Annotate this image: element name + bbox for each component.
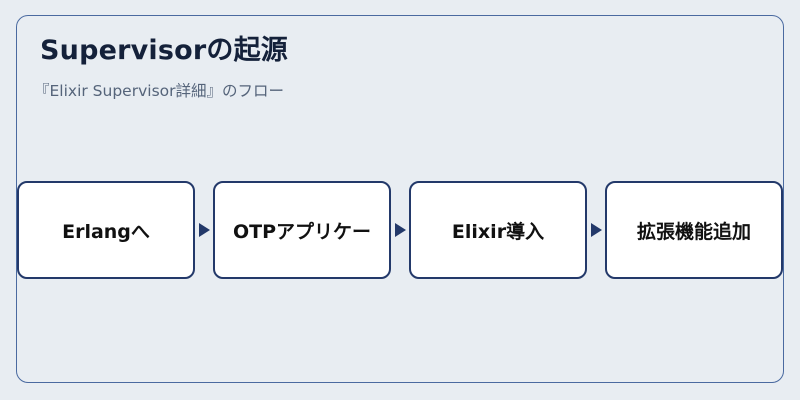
flow-step-elixir: Elixir導入 — [409, 181, 587, 279]
flow-step-erlang: Erlangへ — [17, 181, 195, 279]
flow-step-extensions: 拡張機能追加 — [605, 181, 783, 279]
flow-arrow-icon — [395, 223, 406, 237]
diagram-title: Supervisorの起源 — [40, 35, 289, 66]
diagram-frame — [16, 15, 784, 383]
flow-step-label: Elixir導入 — [451, 220, 545, 243]
flow-step-label: OTPアプリケー — [232, 220, 372, 243]
flow-step-otp: OTPアプリケー — [213, 181, 391, 279]
flow-step-label: Erlangへ — [62, 220, 150, 243]
flow-step-label: 拡張機能追加 — [636, 220, 751, 243]
diagram-subtitle: 『Elixir Supervisor詳細』のフロー — [34, 82, 285, 100]
flow-arrow-icon — [591, 223, 602, 237]
flow-arrow-icon — [199, 223, 210, 237]
